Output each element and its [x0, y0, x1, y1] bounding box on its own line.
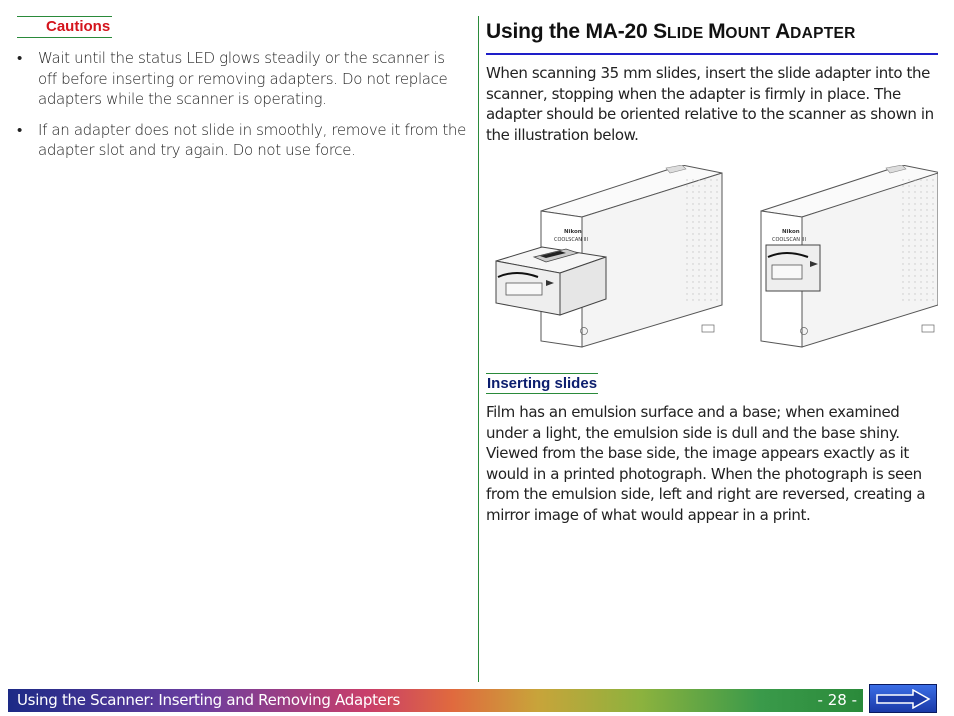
cautions-section: Cautions • Wait until the status LED glo… — [17, 16, 467, 171]
bullet-marker: • — [17, 49, 22, 67]
inserting-slides-heading: Inserting slides — [486, 373, 599, 394]
adapter-section: Using the MA-20 SLIDE MOUNT ADAPTER When… — [486, 18, 938, 525]
inserting-slides-paragraph: Film has an emulsion surface and a base;… — [486, 403, 926, 524]
title-cap: M — [708, 20, 726, 43]
intro-paragraph: When scanning 35 mm slides, insert the s… — [486, 64, 934, 144]
scanner-illustration: Nikon COOLSCAN III — [486, 165, 938, 355]
right-arrow-icon — [876, 689, 931, 709]
title-cap: S — [653, 20, 667, 43]
list-item: • If an adapter does not slide in smooth… — [17, 120, 467, 161]
brand-label: Nikon — [564, 229, 582, 235]
title-small-caps: DAPTER — [790, 25, 856, 42]
scanner-adapter-out: Nikon COOLSCAN III — [495, 165, 723, 348]
page-number: - 28 - — [817, 691, 857, 709]
cautions-heading: Cautions — [17, 16, 113, 38]
footer-chapter-label: Using the Scanner: Inserting and Removin… — [17, 691, 400, 709]
section-title: Using the MA-20 SLIDE MOUNT ADAPTER — [486, 18, 938, 55]
title-small-caps: LIDE — [666, 25, 709, 42]
model-label: COOLSCAN III — [772, 237, 806, 243]
brand-label: Nikon — [782, 229, 800, 235]
title-prefix: Using the MA-20 — [486, 20, 654, 43]
next-page-button[interactable] — [869, 684, 937, 713]
cautions-list: • Wait until the status LED glows steadi… — [17, 48, 467, 161]
title-small-caps: OUNT — [725, 25, 776, 42]
footer-bar: Using the Scanner: Inserting and Removin… — [8, 689, 863, 712]
column-divider — [478, 16, 479, 682]
caution-text: If an adapter does not slide in smoothly… — [38, 120, 466, 160]
list-item: • Wait until the status LED glows steadi… — [17, 48, 467, 110]
title-cap: A — [775, 20, 791, 43]
bullet-marker: • — [17, 120, 22, 139]
scanner-adapter-in: Nikon COOLSCAN III — [760, 165, 938, 348]
scanner-drawing: Nikon COOLSCAN III — [495, 165, 938, 348]
caution-text: Wait until the status LED glows steadily… — [38, 49, 448, 108]
model-label: COOLSCAN III — [554, 237, 588, 243]
